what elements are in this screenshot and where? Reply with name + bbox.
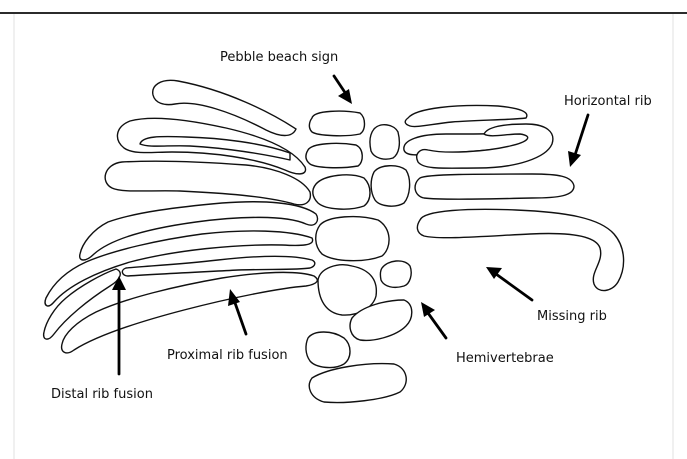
label-proximal-rib-fusion: Proximal rib fusion [167,348,288,363]
arrow-hemivertebrae-shaft [428,313,446,338]
right-ribs [404,106,624,291]
vertebra-5 [371,166,410,206]
label-distal-rib-fusion: Distal rib fusion [51,387,153,402]
vertebra-1 [309,111,364,136]
arrow-pebble-beach-shaft [334,76,346,94]
vertebra-4 [313,175,370,209]
vertebral-column [306,111,412,402]
arrow-missing-rib-shaft [496,274,532,300]
vertebra-10 [306,332,350,368]
vertebra-8 [380,261,411,287]
arrow-proximal-fusion-shaft [234,300,246,334]
vertebra-11 [309,364,406,403]
arrow-horizontal-rib-head [568,151,581,167]
label-pebble-beach-sign: Pebble beach sign [220,50,338,65]
vertebra-3 [306,143,362,167]
label-hemivertebrae: Hemivertebrae [456,351,554,366]
right-rib-4 [417,209,623,290]
right-rib-1 [405,106,527,127]
label-missing-rib: Missing rib [537,309,607,324]
vertebra-6 [316,217,389,261]
right-rib-3-horizontal [415,174,574,199]
label-horizontal-rib: Horizontal rib [564,94,652,109]
vertebra-2 [370,125,399,159]
left-ribs [44,80,318,353]
arrow-horizontal-rib-shaft [575,115,588,155]
